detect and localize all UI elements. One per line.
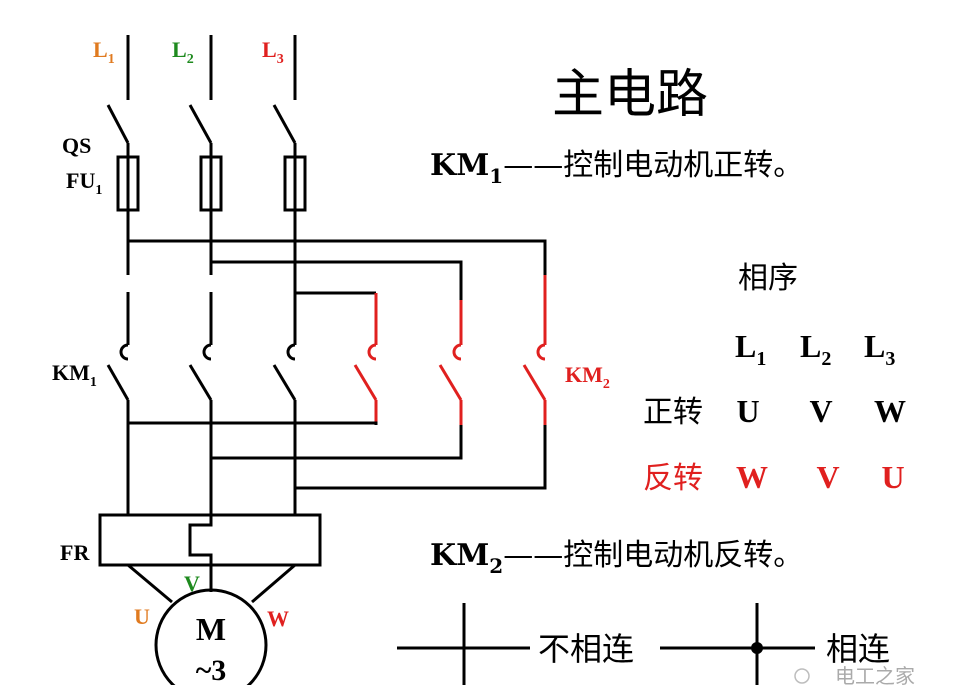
- km1-description: KM1——控制电动机正转。: [430, 148, 803, 188]
- qs-switch: [106, 104, 297, 157]
- watermark: 电工之家: [794, 664, 915, 685]
- motor-leads: [127, 563, 296, 604]
- l2-label: L2: [172, 37, 194, 67]
- row-forward-l2: V: [809, 393, 832, 429]
- row-reverse-l3: U: [881, 459, 904, 495]
- watermark-text: 电工之家: [835, 664, 915, 685]
- phase-header-l2: L2: [800, 328, 831, 370]
- motor-symbol: [154, 588, 268, 685]
- fr-label: FR: [60, 540, 90, 565]
- row-reverse-l1: W: [736, 459, 768, 495]
- fr-thermal-relay: [98, 513, 322, 567]
- legend-connected-label: 相连: [826, 630, 890, 668]
- legend-connected: 相连: [660, 603, 890, 685]
- row-reverse-l2: V: [816, 459, 839, 495]
- km1-contacts: [106, 292, 297, 515]
- phase-table: 相序 L1 L2 L3 正转 U V W 反转 W V U: [643, 261, 906, 496]
- wechat-icon: [794, 668, 810, 684]
- terminal-u: U: [134, 604, 150, 629]
- fu1-label: FU1: [66, 168, 102, 198]
- motor-sublabel: ~3: [196, 654, 227, 685]
- km2-return-wiring: [128, 421, 547, 490]
- l1-label: L1: [93, 37, 115, 67]
- km2-contacts: [353, 275, 547, 425]
- legend-not-connected: 不相连: [397, 603, 634, 685]
- incoming-lines: [126, 35, 297, 100]
- page-title: 主电路: [552, 65, 708, 125]
- phase-table-title: 相序: [738, 261, 798, 296]
- junction-dot: [751, 642, 763, 654]
- row-forward-label: 正转: [643, 395, 703, 430]
- phase-header-l3: L3: [864, 328, 895, 370]
- km2-description: KM2——控制电动机反转。: [430, 538, 803, 578]
- motor-label: M: [196, 611, 226, 647]
- bus-wiring: [126, 210, 547, 300]
- qs-label: QS: [62, 133, 91, 158]
- km1-label: KM1: [52, 360, 97, 390]
- fu1-fuses: [116, 155, 307, 212]
- terminal-v: V: [184, 571, 200, 596]
- row-forward-l3: W: [874, 393, 906, 429]
- phase-header-l1: L1: [735, 328, 766, 370]
- terminal-w: W: [267, 606, 289, 631]
- km2-label: KM2: [565, 362, 610, 392]
- row-forward-l1: U: [736, 393, 759, 429]
- row-reverse-label: 反转: [643, 461, 703, 496]
- legend-not-connected-label: 不相连: [538, 630, 634, 668]
- l3-label: L3: [262, 37, 284, 67]
